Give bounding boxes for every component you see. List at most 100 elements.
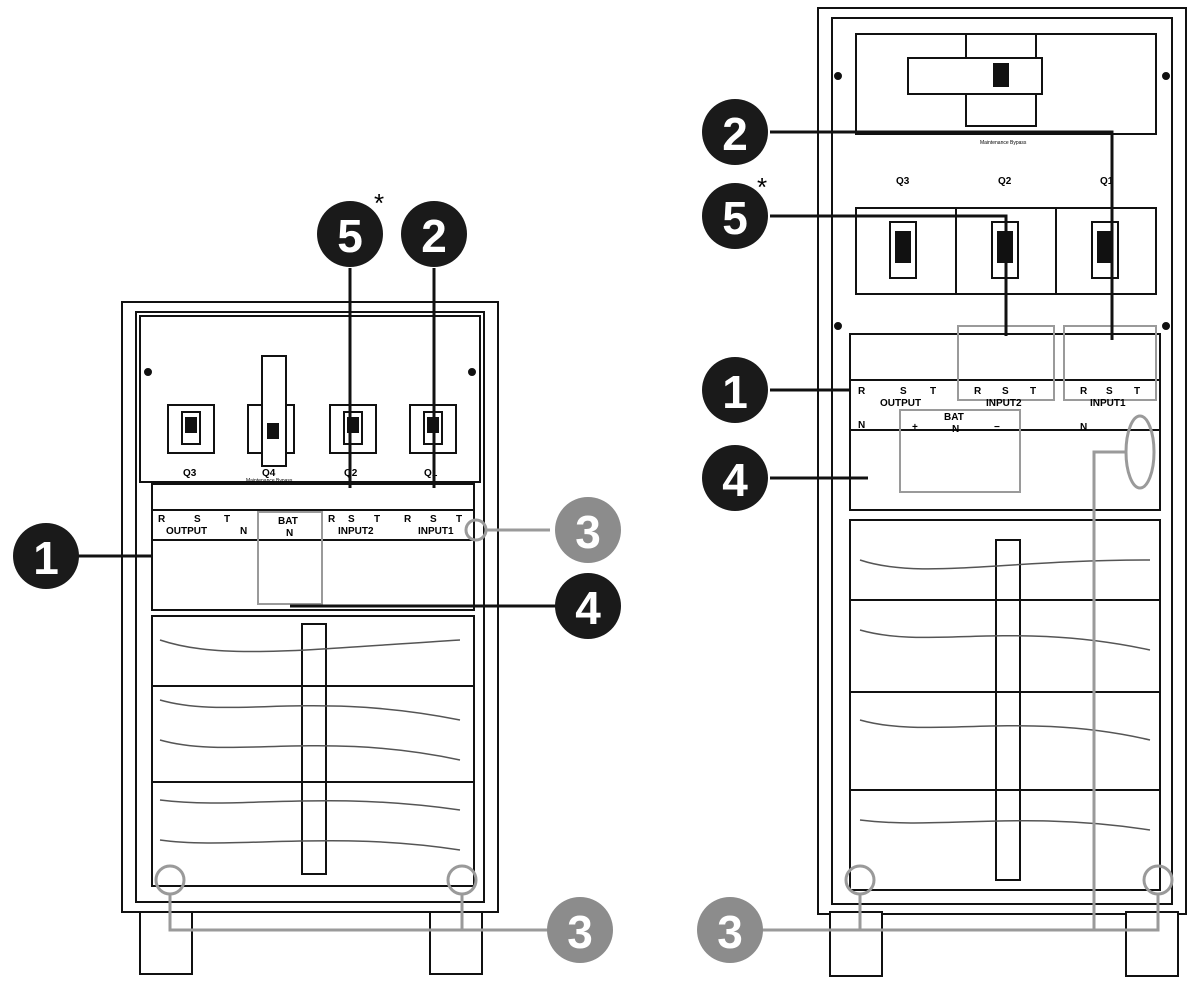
leader-5-right (770, 214, 1008, 336)
callout-4-right-number: 4 (722, 454, 748, 506)
right-term-r2: R (974, 386, 982, 397)
right-terminal-block (849, 429, 1161, 511)
leader-lines-grey (168, 450, 1160, 932)
left-term-input1: INPUT1 (418, 526, 454, 537)
left-screw-icon (144, 368, 152, 376)
right-maint-handle (907, 57, 1043, 95)
right-foot-right (1125, 911, 1179, 977)
right-term-input2: INPUT2 (986, 398, 1022, 409)
callout-3-left-top: 3 (555, 497, 621, 563)
left-term-s2: S (348, 514, 355, 525)
leader-3-left-bottom (168, 894, 464, 932)
callout-3-left-bottom: 3 (547, 897, 613, 963)
callout-4-right: 4 (702, 445, 768, 511)
callout-2-right: 2 (702, 99, 768, 165)
left-cabinet (121, 301, 499, 975)
callout-3-right: 3 (697, 897, 763, 963)
right-cabinet (817, 7, 1187, 977)
left-screw-icon (468, 368, 476, 376)
right-maint-toggle (993, 63, 1009, 87)
right-battery-highlight (899, 409, 1021, 493)
left-term-t1: T (456, 514, 462, 525)
callout-3-left-top-number: 3 (575, 506, 601, 558)
left-label-q4: Q4 (262, 468, 276, 479)
right-term-minus: − (994, 422, 1000, 433)
right-term-r: R (858, 386, 866, 397)
callout-3-right-number: 3 (717, 906, 743, 958)
left-breaker-q3 (167, 404, 215, 454)
left-term-r1: R (404, 514, 412, 525)
right-input1-highlight (1063, 325, 1157, 401)
right-label-q2: Q2 (998, 176, 1012, 187)
callout-4-left-number: 4 (575, 582, 601, 634)
callout-1-left-number: 1 (33, 532, 59, 584)
left-term-s: S (194, 514, 201, 525)
left-term-output: OUTPUT (166, 526, 207, 537)
left-busbar-top (151, 483, 475, 511)
callout-2-left: 2 (401, 201, 467, 267)
right-term-n: N (858, 420, 865, 431)
left-term-r2: R (328, 514, 336, 525)
left-term-n: N (240, 526, 247, 537)
left-label-q1: Q1 (424, 468, 438, 479)
right-screw-icon (834, 72, 842, 80)
right-label-q3: Q3 (896, 176, 910, 187)
left-foot-left (139, 911, 193, 975)
callout-3-left-bottom-number: 3 (567, 906, 593, 958)
left-term-s1: S (430, 514, 437, 525)
left-label-q3: Q3 (183, 468, 197, 479)
right-maint-caption: Maintenance Bypass (980, 140, 1027, 146)
left-term-t2: T (374, 514, 380, 525)
left-term-input2: INPUT2 (338, 526, 374, 537)
callout-5-left: 5 * (317, 188, 384, 267)
right-label-q1: Q1 (1100, 176, 1114, 187)
callout-1-right-number: 1 (722, 366, 748, 418)
right-terminal-label-strip (849, 379, 1161, 431)
left-term-t: T (224, 514, 230, 525)
callout-5-left-asterisk: * (374, 188, 384, 218)
right-term-s2: S (1002, 386, 1009, 397)
left-terminal-label-strip (151, 509, 475, 541)
right-term-bat: BAT (944, 412, 964, 423)
left-maint-caption: Maintenance Bypass (246, 478, 293, 484)
callout-1-left: 1 (13, 523, 79, 589)
right-term-output: OUTPUT (880, 398, 921, 409)
right-term-s1: S (1106, 386, 1113, 397)
leader-3-right-b (860, 894, 1160, 932)
right-term-t1: T (1134, 386, 1140, 397)
right-busbar-top (849, 333, 1161, 381)
callout-2-right-number: 2 (722, 108, 748, 160)
callout-5-right-number: 5 (722, 192, 748, 244)
left-term-r: R (158, 514, 166, 525)
right-center-support (995, 539, 1021, 881)
left-terminal-block (151, 539, 475, 611)
left-term-bat: BAT (278, 516, 298, 527)
callout-5-left-number: 5 (337, 210, 363, 262)
right-term-plus: + (912, 422, 918, 433)
right-breaker-q3 (889, 221, 917, 279)
left-breaker-q4 (247, 355, 295, 467)
right-cable-bundle (859, 559, 1151, 831)
left-battery-highlight (257, 511, 323, 605)
right-term-s: S (900, 386, 907, 397)
right-term-input1: INPUT1 (1090, 398, 1126, 409)
leader-2-right (770, 130, 1114, 340)
left-term-bat-n: N (286, 528, 293, 539)
left-breaker-panel (139, 315, 481, 483)
right-term-r1: R (1080, 386, 1088, 397)
left-center-support (301, 623, 327, 875)
leader-lines-dark (78, 130, 1114, 608)
callout-2-left-number: 2 (421, 210, 447, 262)
left-breaker-q2 (329, 404, 377, 454)
right-term-t: T (930, 386, 936, 397)
right-screw-icon (1162, 322, 1170, 330)
right-foot-left (829, 911, 883, 977)
leader-3-right-ground (1092, 450, 1126, 930)
callout-1-right: 1 (702, 357, 768, 423)
right-screw-icon (1162, 72, 1170, 80)
left-foot-right (429, 911, 483, 975)
right-screw-icon (834, 322, 842, 330)
left-text-labels: Q3 Q4 Maintenance Bypass Q2 Q1 R S T OUT… (158, 468, 462, 539)
